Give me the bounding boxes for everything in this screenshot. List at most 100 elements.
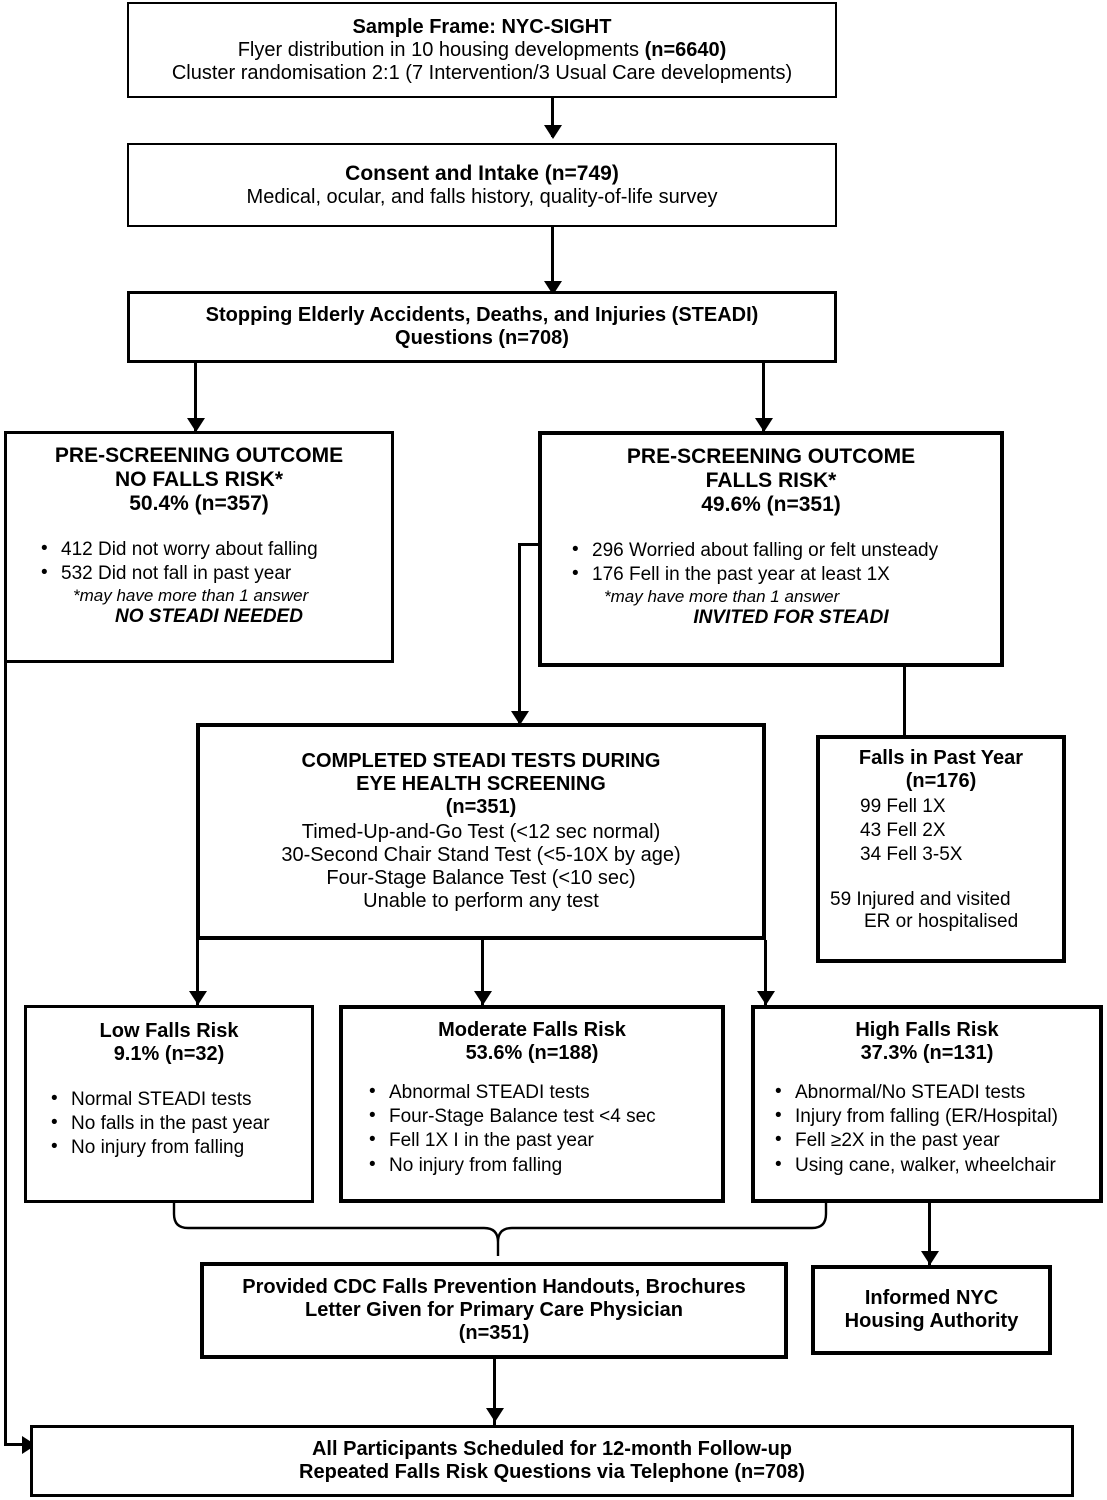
list-item: Injury from falling (ER/Hospital) bbox=[775, 1104, 1093, 1128]
list-item: Abnormal STEADI tests bbox=[369, 1080, 715, 1104]
completed-steadi-test-3: Four-Stage Balance Test (<10 sec) bbox=[326, 867, 636, 889]
list-item: No falls in the past year bbox=[51, 1111, 305, 1135]
node-falls-in-past-year: Falls in Past Year (n=176) 99 Fell 1X 43… bbox=[816, 735, 1066, 963]
steadi-questions-line1: Stopping Elderly Accidents, Deaths, and … bbox=[205, 304, 759, 326]
arrow-completedsteadi-to-highrisk bbox=[757, 991, 775, 1005]
connector-completedsteadi-to-moderaterisk bbox=[481, 940, 484, 1005]
list-item: 412 Did not worry about falling bbox=[41, 537, 383, 561]
connector-fallsrisk-left-stub bbox=[518, 543, 542, 546]
handouts-line2: Letter Given for Primary Care Physician bbox=[305, 1299, 683, 1321]
falls-risk-bullets: 296 Worried about falling or felt unstea… bbox=[550, 538, 992, 587]
falls-past-year-injury-line1: 59 Injured and visited bbox=[830, 888, 1011, 910]
consent-subtitle: Medical, ocular, and falls history, qual… bbox=[246, 185, 718, 208]
completed-steadi-test-2: 30-Second Chair Stand Test (<5-10X by ag… bbox=[281, 844, 681, 866]
node-consent-intake: Consent and Intake (n=749) Medical, ocul… bbox=[127, 143, 837, 227]
falls-risk-line1: PRE-SCREENING OUTCOME bbox=[626, 445, 916, 468]
no-falls-risk-line1: PRE-SCREENING OUTCOME bbox=[54, 444, 344, 467]
connector-highrisk-to-nycha bbox=[928, 1203, 931, 1265]
arrow-completedsteadi-to-moderaterisk bbox=[474, 991, 492, 1005]
node-followup: All Participants Scheduled for 12-month … bbox=[30, 1425, 1074, 1497]
moderate-risk-line1: Moderate Falls Risk bbox=[438, 1019, 626, 1041]
completed-steadi-line2: EYE HEALTH SCREENING bbox=[356, 773, 606, 795]
low-risk-line1: Low Falls Risk bbox=[99, 1020, 239, 1042]
sample-frame-line2: Flyer distribution in 10 housing develop… bbox=[237, 38, 727, 61]
handouts-line3: (n=351) bbox=[458, 1322, 530, 1344]
list-item: No injury from falling bbox=[369, 1153, 715, 1177]
list-item: Abnormal/No STEADI tests bbox=[775, 1080, 1093, 1104]
connector-completedsteadi-to-lowrisk bbox=[196, 940, 199, 1005]
node-sample-frame: Sample Frame: NYC-SIGHT Flyer distributi… bbox=[127, 2, 837, 98]
followup-line1: All Participants Scheduled for 12-month … bbox=[311, 1438, 793, 1460]
arrow-highrisk-to-nycha bbox=[921, 1251, 939, 1265]
node-high-falls-risk: High Falls Risk 37.3% (n=131) Abnormal/N… bbox=[751, 1005, 1103, 1203]
sample-frame-line3: Cluster randomisation 2:1 (7 Interventio… bbox=[171, 61, 793, 84]
falls-risk-conclusion: INVITED FOR STEADI bbox=[693, 607, 889, 629]
no-falls-risk-conclusion: NO STEADI NEEDED bbox=[115, 606, 303, 628]
list-item: 176 Fell in the past year at least 1X bbox=[572, 562, 992, 586]
high-risk-bullets: Abnormal/No STEADI tests Injury from fal… bbox=[761, 1080, 1093, 1178]
completed-steadi-line1: COMPLETED STEADI TESTS DURING bbox=[301, 750, 661, 772]
sample-frame-title: Sample Frame: NYC-SIGHT bbox=[352, 15, 612, 38]
node-low-falls-risk: Low Falls Risk 9.1% (n=32) Normal STEADI… bbox=[24, 1005, 314, 1203]
nycha-line2: Housing Authority bbox=[844, 1310, 1019, 1332]
falls-risk-line2: FALLS RISK* bbox=[705, 469, 837, 492]
list-item: 34 Fell 3-5X bbox=[860, 843, 963, 865]
connector-nofallsrisk-left-rail bbox=[4, 663, 7, 1445]
handouts-line1: Provided CDC Falls Prevention Handouts, … bbox=[242, 1276, 746, 1298]
node-cdc-handouts: Provided CDC Falls Prevention Handouts, … bbox=[200, 1262, 788, 1359]
node-moderate-falls-risk: Moderate Falls Risk 53.6% (n=188) Abnorm… bbox=[339, 1005, 725, 1203]
falls-past-year-line2: (n=176) bbox=[905, 770, 977, 792]
completed-steadi-test-4: Unable to perform any test bbox=[363, 890, 599, 912]
moderate-risk-bullets: Abnormal STEADI tests Four-Stage Balance… bbox=[349, 1080, 715, 1178]
completed-steadi-line3: (n=351) bbox=[445, 796, 517, 818]
connector-fallsrisk-to-fallspastyear bbox=[903, 667, 906, 735]
low-risk-bullets: Normal STEADI tests No falls in the past… bbox=[33, 1087, 305, 1161]
steadi-questions-line2: Questions (n=708) bbox=[395, 327, 569, 349]
high-risk-line1: High Falls Risk bbox=[855, 1019, 999, 1041]
no-falls-risk-bullets: 412 Did not worry about falling 532 Did … bbox=[15, 537, 383, 586]
falls-past-year-counts: 99 Fell 1X 43 Fell 2X 34 Fell 3-5X bbox=[830, 795, 1052, 867]
arrow-fallsrisk-to-completedsteadi bbox=[511, 711, 529, 725]
arrow-completedsteadi-to-lowrisk bbox=[189, 991, 207, 1005]
low-risk-line2: 9.1% (n=32) bbox=[113, 1043, 225, 1065]
falls-past-year-injury-line2: ER or hospitalised bbox=[864, 910, 1019, 932]
nycha-line1: Informed NYC bbox=[864, 1287, 999, 1309]
connector-completedsteadi-to-highrisk bbox=[764, 940, 767, 1005]
connector-steadi-to-nofallsrisk bbox=[194, 363, 197, 431]
falls-risk-line3: 49.6% (n=351) bbox=[701, 493, 841, 516]
connector-handouts-to-followup bbox=[493, 1359, 496, 1425]
brace-risk-to-handouts bbox=[172, 1200, 828, 1256]
arrow-sampleframe-to-consent bbox=[544, 125, 562, 139]
connector-leftrail-to-followup bbox=[4, 1443, 26, 1446]
arrow-steadi-to-nofallsrisk bbox=[187, 418, 205, 432]
no-falls-risk-footnote: *may have more than 1 answer bbox=[73, 586, 309, 606]
connector-steadi-to-fallsrisk bbox=[762, 363, 765, 431]
completed-steadi-test-1: Timed-Up-and-Go Test (<12 sec normal) bbox=[301, 821, 661, 843]
list-item: 296 Worried about falling or felt unstea… bbox=[572, 538, 992, 562]
connector-consent-to-steadi bbox=[551, 227, 554, 292]
no-falls-risk-line3: 50.4% (n=357) bbox=[129, 492, 269, 515]
list-item: Normal STEADI tests bbox=[51, 1087, 305, 1111]
followup-line2: Repeated Falls Risk Questions via Teleph… bbox=[299, 1461, 805, 1483]
list-item: 43 Fell 2X bbox=[860, 819, 946, 841]
consent-title: Consent and Intake (n=749) bbox=[345, 161, 619, 185]
node-steadi-questions: Stopping Elderly Accidents, Deaths, and … bbox=[127, 291, 837, 363]
arrow-handouts-to-followup bbox=[486, 1408, 504, 1422]
list-item: Using cane, walker, wheelchair bbox=[775, 1153, 1093, 1177]
list-item: 99 Fell 1X bbox=[860, 796, 946, 817]
moderate-risk-line2: 53.6% (n=188) bbox=[465, 1042, 599, 1064]
high-risk-line2: 37.3% (n=131) bbox=[860, 1042, 994, 1064]
node-no-falls-risk: PRE-SCREENING OUTCOME NO FALLS RISK* 50.… bbox=[4, 431, 394, 663]
connector-fallsrisk-to-completedsteadi bbox=[518, 543, 521, 723]
no-falls-risk-line2: NO FALLS RISK* bbox=[114, 468, 283, 491]
arrow-steadi-to-fallsrisk bbox=[755, 418, 773, 432]
falls-past-year-line1: Falls in Past Year bbox=[858, 747, 1024, 769]
connector-sampleframe-to-consent bbox=[551, 97, 554, 137]
node-falls-risk: PRE-SCREENING OUTCOME FALLS RISK* 49.6% … bbox=[538, 431, 1004, 667]
list-item: Fell ≥2X in the past year bbox=[775, 1128, 1093, 1152]
list-item: Four-Stage Balance test <4 sec bbox=[369, 1104, 715, 1128]
list-item: No injury from falling bbox=[51, 1135, 305, 1159]
node-completed-steadi-tests: COMPLETED STEADI TESTS DURING EYE HEALTH… bbox=[196, 723, 766, 940]
falls-risk-footnote: *may have more than 1 answer bbox=[604, 587, 840, 607]
